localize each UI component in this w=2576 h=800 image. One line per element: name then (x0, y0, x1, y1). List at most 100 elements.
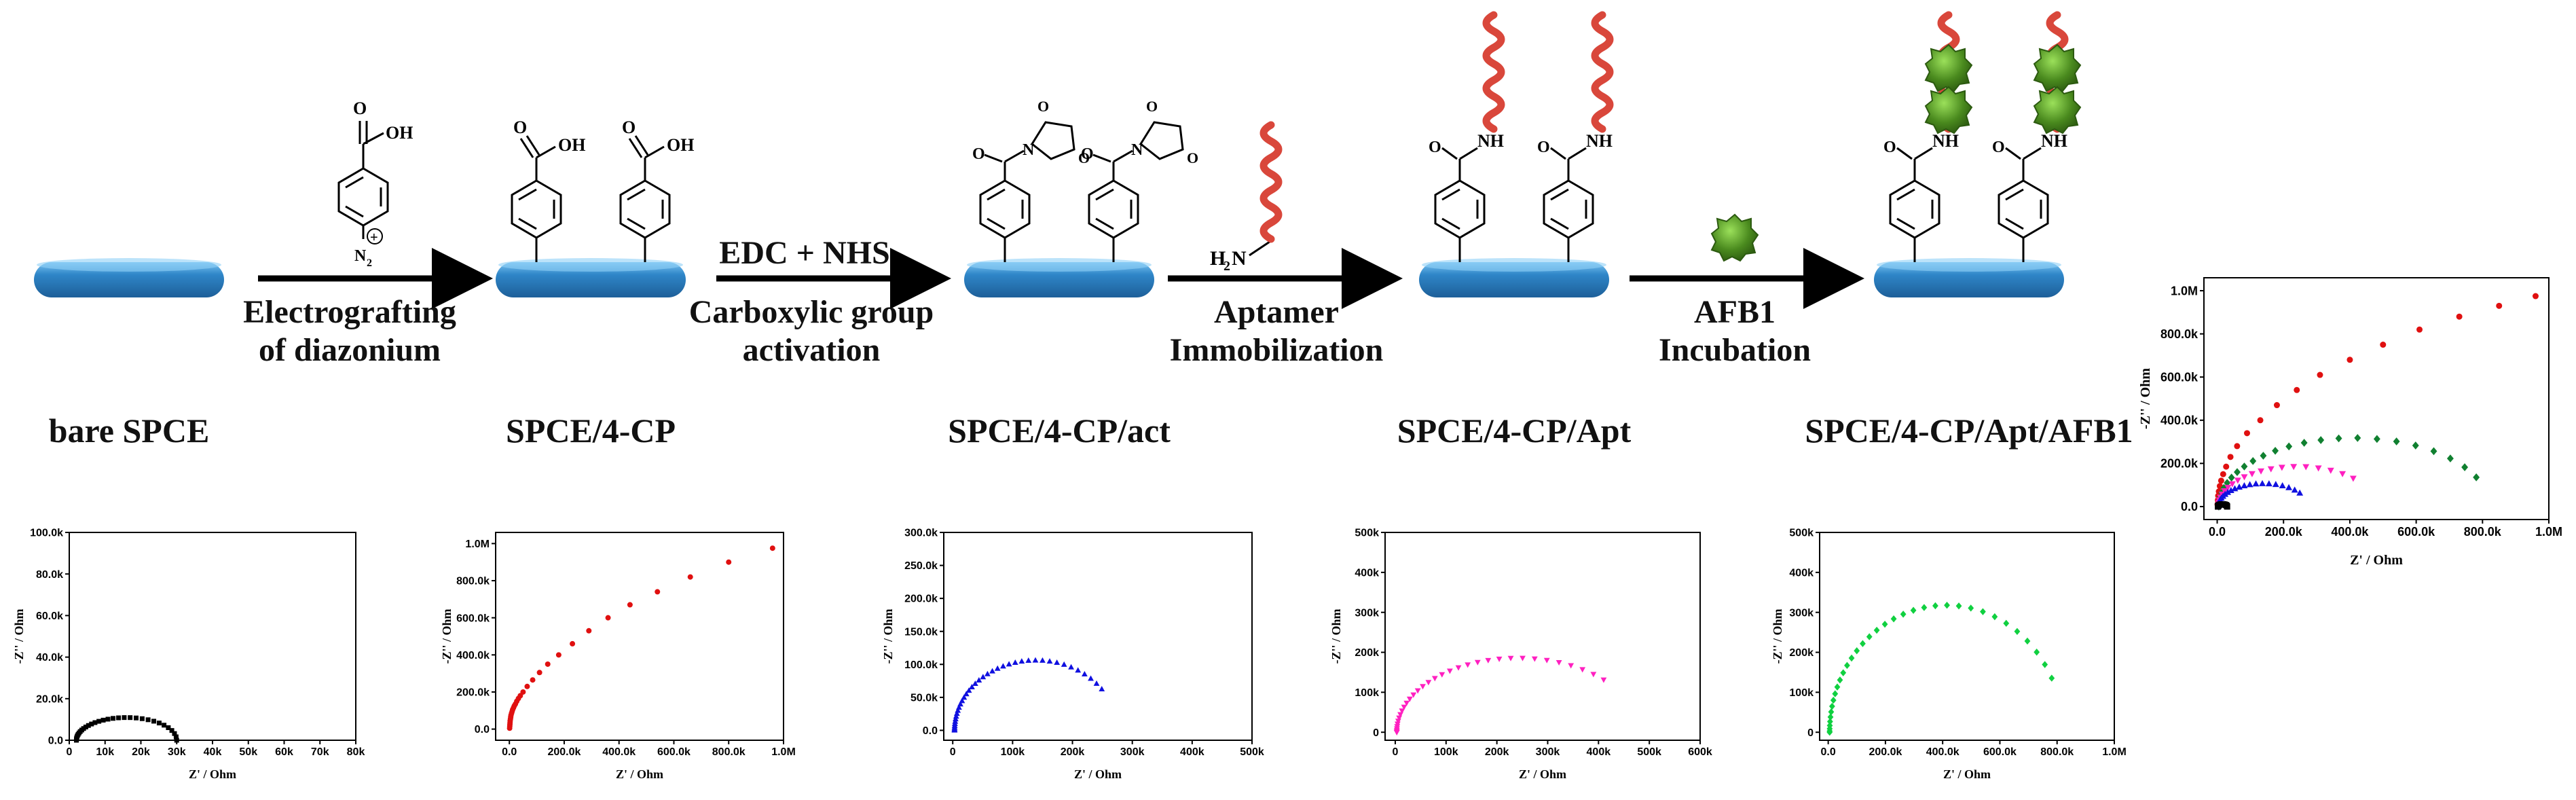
data-point (96, 719, 102, 724)
y-tick-label: 100.0k (904, 659, 938, 671)
data-point (976, 677, 982, 683)
y-tick-label: 40.0k (36, 652, 63, 663)
data-point (151, 719, 157, 724)
data-point (2347, 357, 2353, 363)
data-series-0 (74, 715, 179, 743)
data-point (520, 689, 526, 695)
data-point (1579, 667, 1586, 673)
plot-frame (943, 532, 1253, 741)
data-point (972, 680, 978, 686)
x-tick-label: 800.0k (712, 746, 746, 758)
data-point (2228, 473, 2235, 482)
x-tick-label: 300k (1536, 746, 1560, 758)
data-point (980, 674, 987, 680)
data-point (1403, 700, 1410, 706)
svg-text:NH: NH (1477, 131, 1504, 151)
data-point (2267, 466, 2275, 473)
data-point (1932, 602, 1938, 610)
data-point (1844, 661, 1850, 670)
data-point (122, 715, 127, 721)
data-point (555, 652, 562, 658)
data-point (530, 677, 536, 683)
data-point (2272, 481, 2279, 488)
y-tick-label: 200k (1355, 647, 1379, 659)
data-point (1860, 640, 1866, 647)
data-point (2234, 443, 2241, 450)
data-point (1068, 663, 1074, 670)
data-point (1401, 704, 1407, 710)
data-point (1088, 675, 1094, 681)
data-point (2244, 430, 2250, 437)
data-point (2260, 452, 2267, 460)
data-point (1399, 708, 1405, 714)
data-point (1447, 668, 1453, 674)
svg-text:O: O (1187, 149, 1198, 166)
data-point (2302, 464, 2310, 471)
svg-text:OH: OH (667, 135, 694, 155)
data-point (2257, 417, 2264, 424)
data-point (1054, 659, 1061, 666)
data-point (2291, 486, 2298, 493)
x-tick-label: 800.0k (2464, 525, 2502, 539)
data-series-0 (507, 545, 775, 731)
electrode-bare (34, 258, 224, 297)
data-point (953, 710, 960, 716)
data-point (2259, 479, 2266, 486)
data-point (2373, 435, 2380, 443)
data-point (1921, 604, 1928, 611)
data-point (956, 704, 962, 710)
data-point (1075, 667, 1082, 673)
data-point (89, 721, 94, 727)
data-point (2236, 483, 2243, 490)
data-point (2430, 447, 2437, 456)
data-point (687, 574, 693, 580)
data-point (1414, 688, 1421, 694)
step-label-4cp: SPCE/4-CP (506, 412, 676, 450)
x-tick-label: 200.0k (2265, 525, 2303, 539)
data-point (1848, 654, 1855, 662)
afb1-icon (1711, 214, 1759, 261)
data-point (1081, 670, 1088, 676)
y-tick-label: 600.0k (456, 613, 490, 624)
data-point (1061, 661, 1067, 667)
y-tick-label: 0.0 (923, 725, 938, 737)
step-label-bare: bare SPCE (48, 412, 210, 450)
data-point (2412, 441, 2419, 450)
x-tick-label: 400k (1587, 746, 1611, 758)
data-point (1046, 658, 1053, 664)
data-point (963, 691, 970, 697)
x-tick-label: 0.0 (502, 746, 517, 758)
data-point (156, 721, 162, 726)
data-point (1394, 724, 1401, 730)
data-point (86, 723, 91, 728)
data-point (1394, 721, 1401, 727)
data-point (2241, 462, 2248, 471)
x-axis-label: Z' / Ohm (616, 767, 663, 781)
data-point (1837, 676, 1843, 684)
data-point (1485, 657, 1492, 663)
data-point (1465, 662, 1471, 668)
data-point (1826, 722, 1833, 729)
data-point (1834, 683, 1841, 691)
data-point (2227, 487, 2234, 494)
x-tick-label: 40k (204, 746, 222, 758)
x-tick-label: 800.0k (2040, 746, 2074, 758)
y-tick-label: 500k (1789, 528, 1814, 539)
data-point (655, 589, 661, 595)
data-point (2224, 488, 2232, 495)
data-point (2317, 436, 2325, 444)
y-tick-label: 500k (1355, 528, 1379, 539)
4cp-molecules: O OH O OH (511, 117, 694, 262)
data-point (2227, 454, 2234, 460)
data-point (1890, 615, 1897, 623)
data-point (1568, 663, 1575, 669)
x-tick-label: 300k (1120, 746, 1145, 758)
data-point (1025, 657, 1032, 663)
data-point (173, 734, 179, 740)
y-tick-label: 400.0k (456, 650, 490, 661)
svg-text:O: O (1992, 139, 2005, 156)
svg-text:N: N (1023, 141, 1035, 159)
data-series-1 (2215, 434, 2480, 511)
